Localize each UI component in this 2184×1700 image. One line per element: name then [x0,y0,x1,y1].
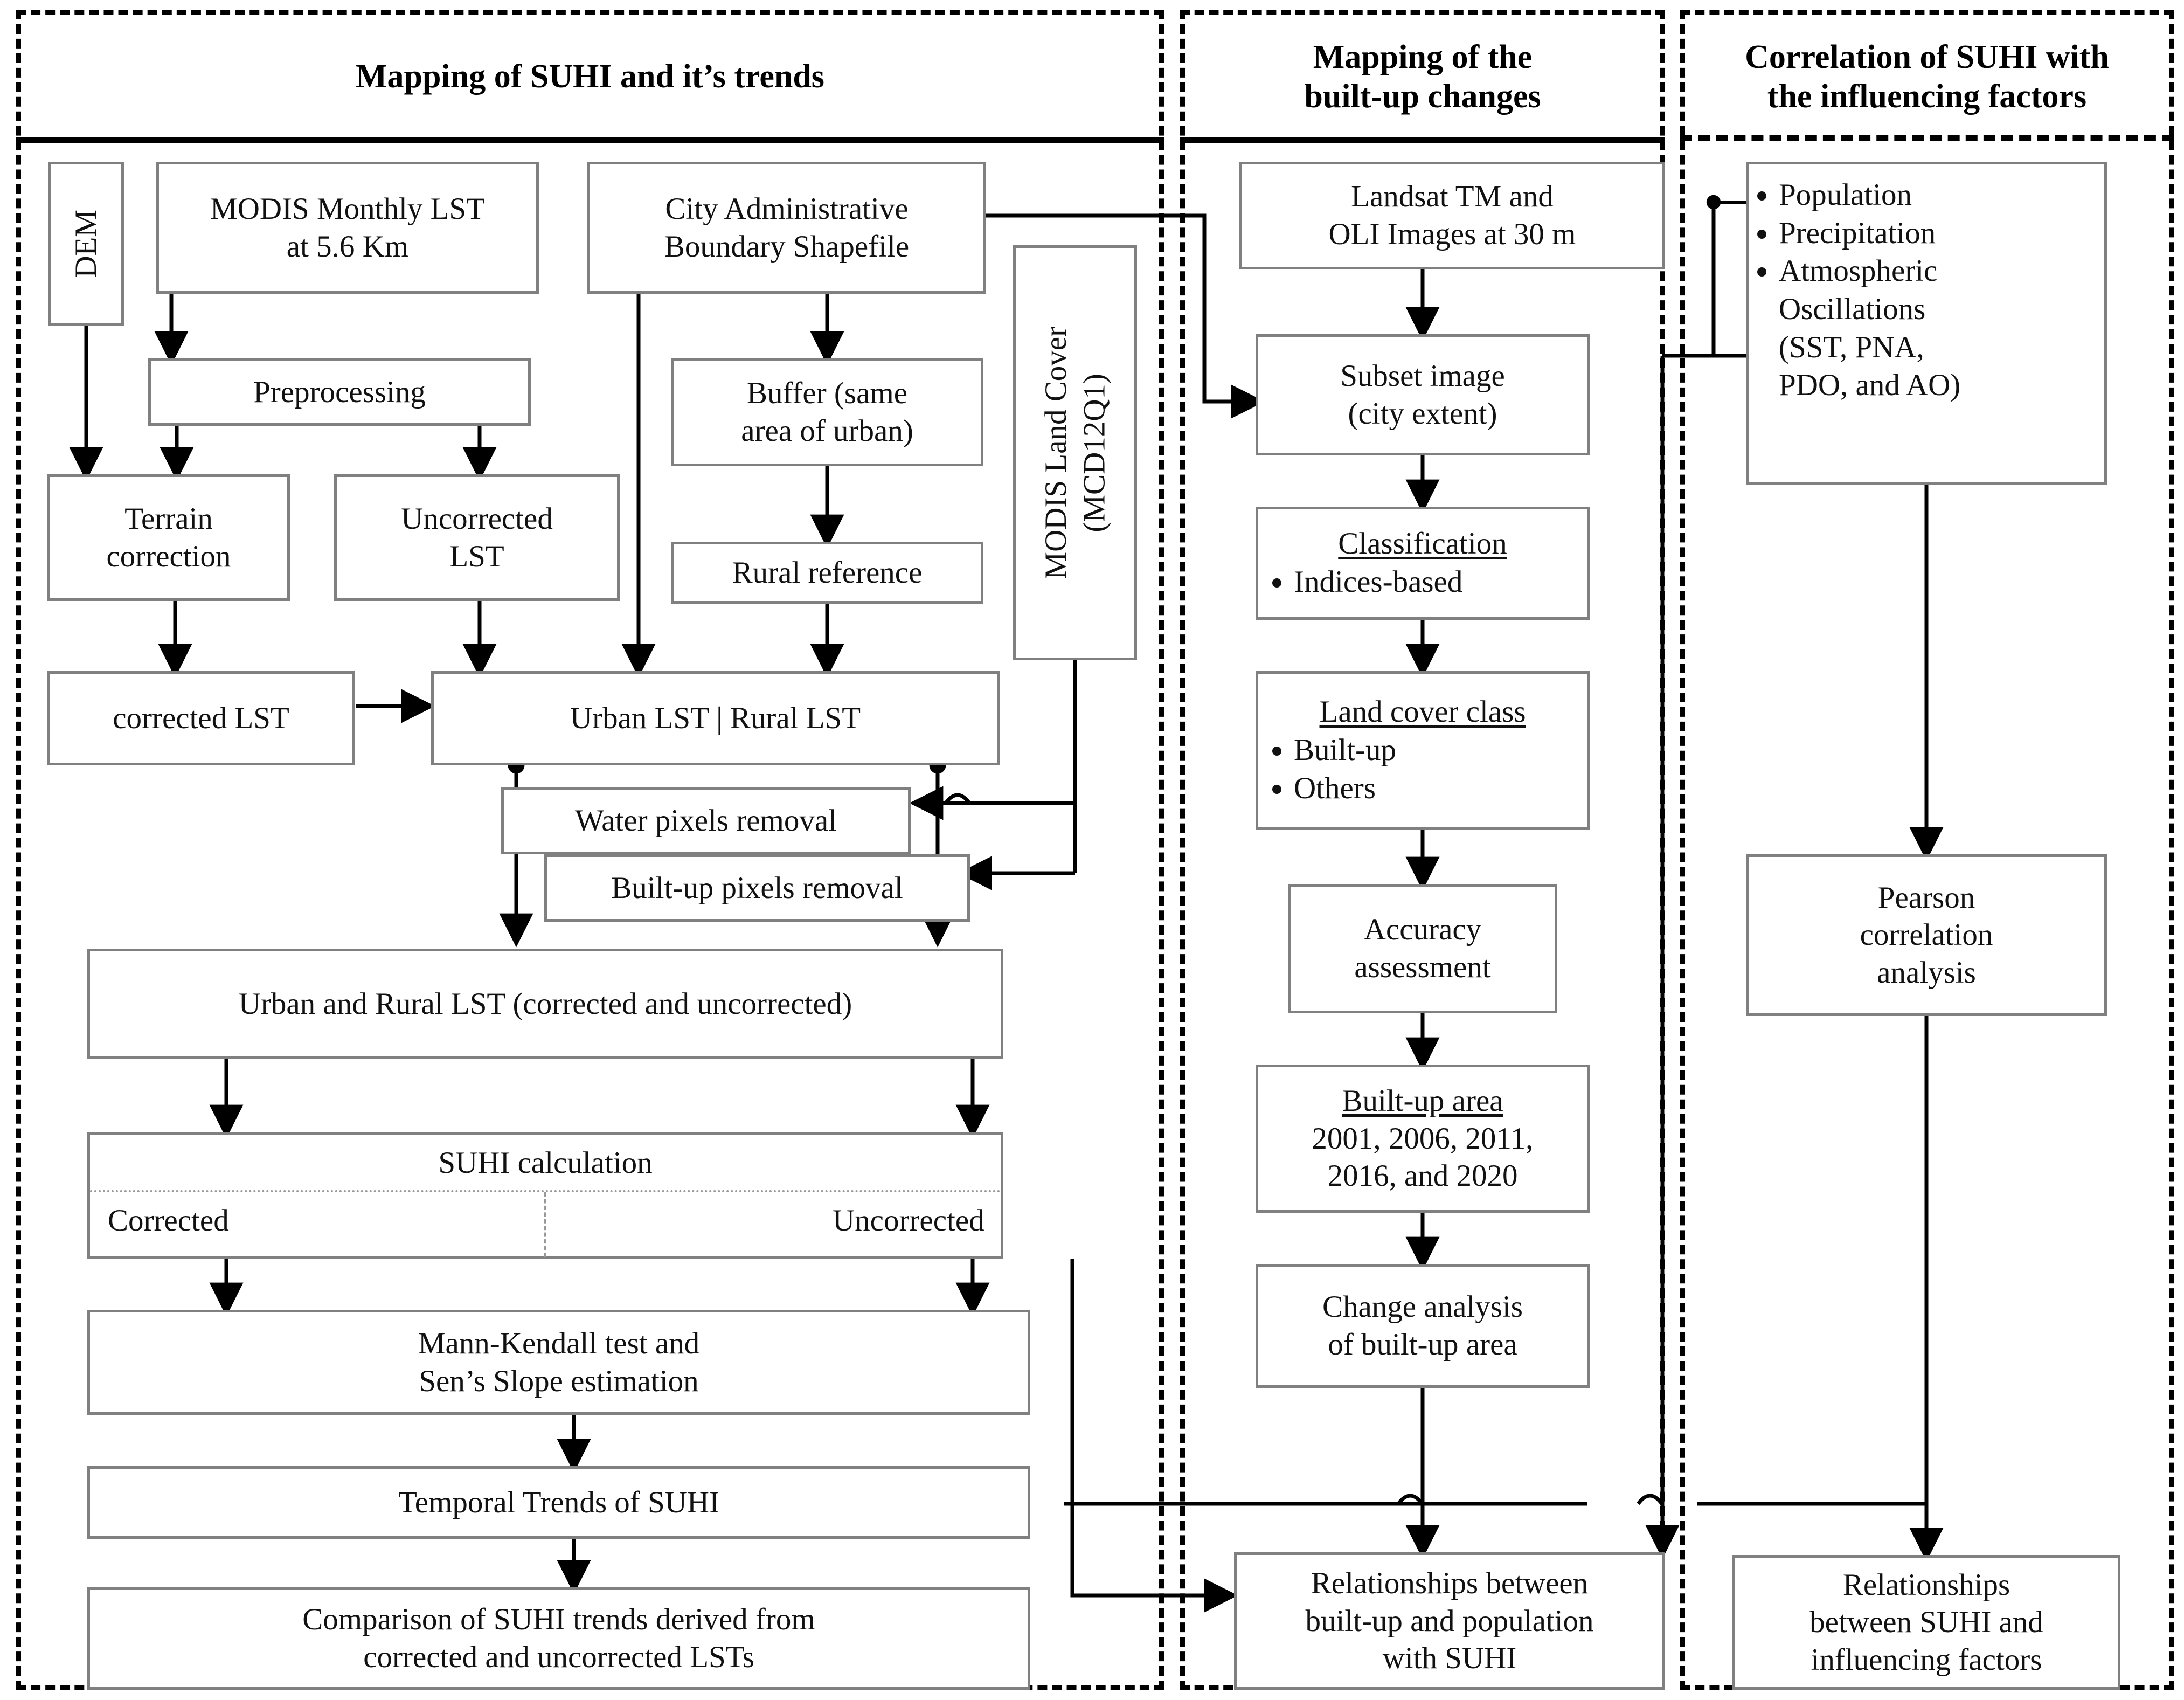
box-preprocessing[interactable]: Preprocessing [148,358,531,426]
suhi-calc-divider-horizontal [90,1190,1001,1192]
classification-content: Classification Indices-based [1264,525,1582,601]
box-mann-kendall[interactable]: Mann-Kendall test and Sen’s Slope estima… [87,1310,1030,1415]
box-builtup-area[interactable]: Built-up area 2001, 2006, 2011, 2016, an… [1256,1065,1590,1213]
influencing-factor-item: Atmospheric Oscillations (SST, PNA, PDO,… [1779,252,2099,405]
influencing-factor-item: Precipitation [1779,215,2099,253]
box-dem-label: DEM [69,210,103,278]
box-corrected-lst-label: corrected LST [113,701,289,735]
box-mann-kendall-label: Mann-Kendall test and Sen’s Slope estima… [418,1326,700,1398]
box-pearson-correlation[interactable]: Pearson correlation analysis [1746,854,2107,1016]
box-change-analysis-label: Change analysis of built-up area [1322,1290,1523,1362]
land-cover-content: Land cover class Built-up Others [1264,693,1582,807]
box-urban-rural-both-label: Urban and Rural LST (corrected and uncor… [238,986,852,1021]
land-cover-title: Land cover class [1319,695,1526,729]
box-change-analysis[interactable]: Change analysis of built-up area [1256,1264,1590,1388]
box-modis-landcover-label: MODIS Land Cover (MCD12Q1) [1038,326,1111,579]
box-city-boundary-label: City Administrative Boundary Shapefile [664,191,910,264]
box-corrected-lst[interactable]: corrected LST [47,671,355,765]
box-subset-image-label: Subset image (city extent) [1340,358,1505,431]
panel-suhi-title: Mapping of SUHI and it’s trends [22,15,1159,139]
box-dem[interactable]: DEM [48,162,124,326]
suhi-calc-divider-vertical [544,1192,546,1257]
box-uncorrected-lst-label: Uncorrected LST [401,501,553,573]
box-subset-image[interactable]: Subset image (city extent) [1256,334,1590,455]
box-relationships-builtup-population-label: Relationships between built-up and popul… [1305,1566,1594,1676]
box-influencing-factors[interactable]: Population Precipitation Atmospheric Osc… [1746,162,2107,485]
box-suhi-calculation-label: SUHI calculation [438,1146,653,1180]
panel-correlation-header-rule [1680,135,2174,141]
box-rural-reference-label: Rural reference [732,555,923,590]
box-modis-monthly-lst[interactable]: MODIS Monthly LST at 5.6 Km [156,162,539,294]
panel-builtup-title: Mapping of the built-up changes [1185,15,1660,139]
box-urban-rural-lst[interactable]: Urban LST | Rural LST [431,671,1000,765]
suhi-uncorrected-label: Uncorrected [833,1204,984,1238]
panel-builtup-title-text: Mapping of the built-up changes [1304,38,1541,115]
box-accuracy-assessment[interactable]: Accuracy assessment [1288,884,1557,1013]
land-cover-item: Built-up [1294,731,1582,770]
influencing-factor-item: Population [1779,176,2099,215]
box-temporal-trends[interactable]: Temporal Trends of SUHI [87,1466,1030,1539]
panel-correlation-title: Correlation of SUHI with the influencing… [1686,15,2168,139]
box-water-pixels-removal[interactable]: Water pixels removal [501,787,911,854]
box-urban-rural-lst-label: Urban LST | Rural LST [570,701,861,735]
box-landsat[interactable]: Landsat TM and OLI Images at 30 m [1239,162,1665,269]
box-comparison[interactable]: Comparison of SUHI trends derived from c… [87,1587,1030,1690]
suhi-corrected-label: Corrected [108,1204,229,1238]
box-buffer-label: Buffer (same area of urban) [741,376,913,448]
box-uncorrected-lst[interactable]: Uncorrected LST [334,474,620,601]
box-water-pixels-removal-label: Water pixels removal [574,803,837,838]
builtup-area-years: 2001, 2006, 2011, 2016, and 2020 [1312,1121,1534,1193]
box-terrain-correction-label: Terrain correction [106,501,231,573]
box-preprocessing-label: Preprocessing [253,375,426,409]
box-modis-monthly-lst-label: MODIS Monthly LST at 5.6 Km [210,191,485,264]
box-terrain-correction[interactable]: Terrain correction [47,474,290,601]
panel-builtup-header-rule [1180,137,1665,143]
panel-suhi-title-text: Mapping of SUHI and it’s trends [356,58,824,95]
builtup-area-title: Built-up area [1342,1084,1503,1118]
box-relationships-suhi-factors-label: Relationships between SUHI and influenci… [1809,1567,2043,1677]
influencing-factors-list: Population Precipitation Atmospheric Osc… [1754,176,2099,405]
box-buffer[interactable]: Buffer (same area of urban) [671,358,983,466]
box-builtup-pixels-removal-label: Built-up pixels removal [611,870,903,905]
box-relationships-builtup-population[interactable]: Relationships between built-up and popul… [1234,1552,1665,1690]
panel-correlation-title-text: Correlation of SUHI with the influencing… [1745,38,2109,115]
box-rural-reference[interactable]: Rural reference [671,542,983,604]
box-temporal-trends-label: Temporal Trends of SUHI [398,1485,720,1519]
classification-item: Indices-based [1294,563,1582,602]
panel-suhi-header-rule [16,137,1164,143]
classification-title: Classification [1338,527,1507,561]
box-city-boundary[interactable]: City Administrative Boundary Shapefile [587,162,986,294]
box-relationships-suhi-factors[interactable]: Relationships between SUHI and influenci… [1732,1555,2120,1690]
box-land-cover-class[interactable]: Land cover class Built-up Others [1256,671,1590,830]
box-comparison-label: Comparison of SUHI trends derived from c… [302,1602,815,1674]
box-pearson-correlation-label: Pearson correlation analysis [1860,880,1993,990]
box-classification[interactable]: Classification Indices-based [1256,507,1590,620]
builtup-area-content: Built-up area 2001, 2006, 2011, 2016, an… [1264,1082,1582,1195]
box-accuracy-assessment-label: Accuracy assessment [1354,913,1491,984]
box-urban-rural-both[interactable]: Urban and Rural LST (corrected and uncor… [87,949,1003,1059]
box-builtup-pixels-removal[interactable]: Built-up pixels removal [544,854,970,922]
box-landsat-label: Landsat TM and OLI Images at 30 m [1328,179,1576,251]
land-cover-item: Others [1294,770,1582,808]
box-modis-landcover[interactable]: MODIS Land Cover (MCD12Q1) [1013,245,1137,660]
